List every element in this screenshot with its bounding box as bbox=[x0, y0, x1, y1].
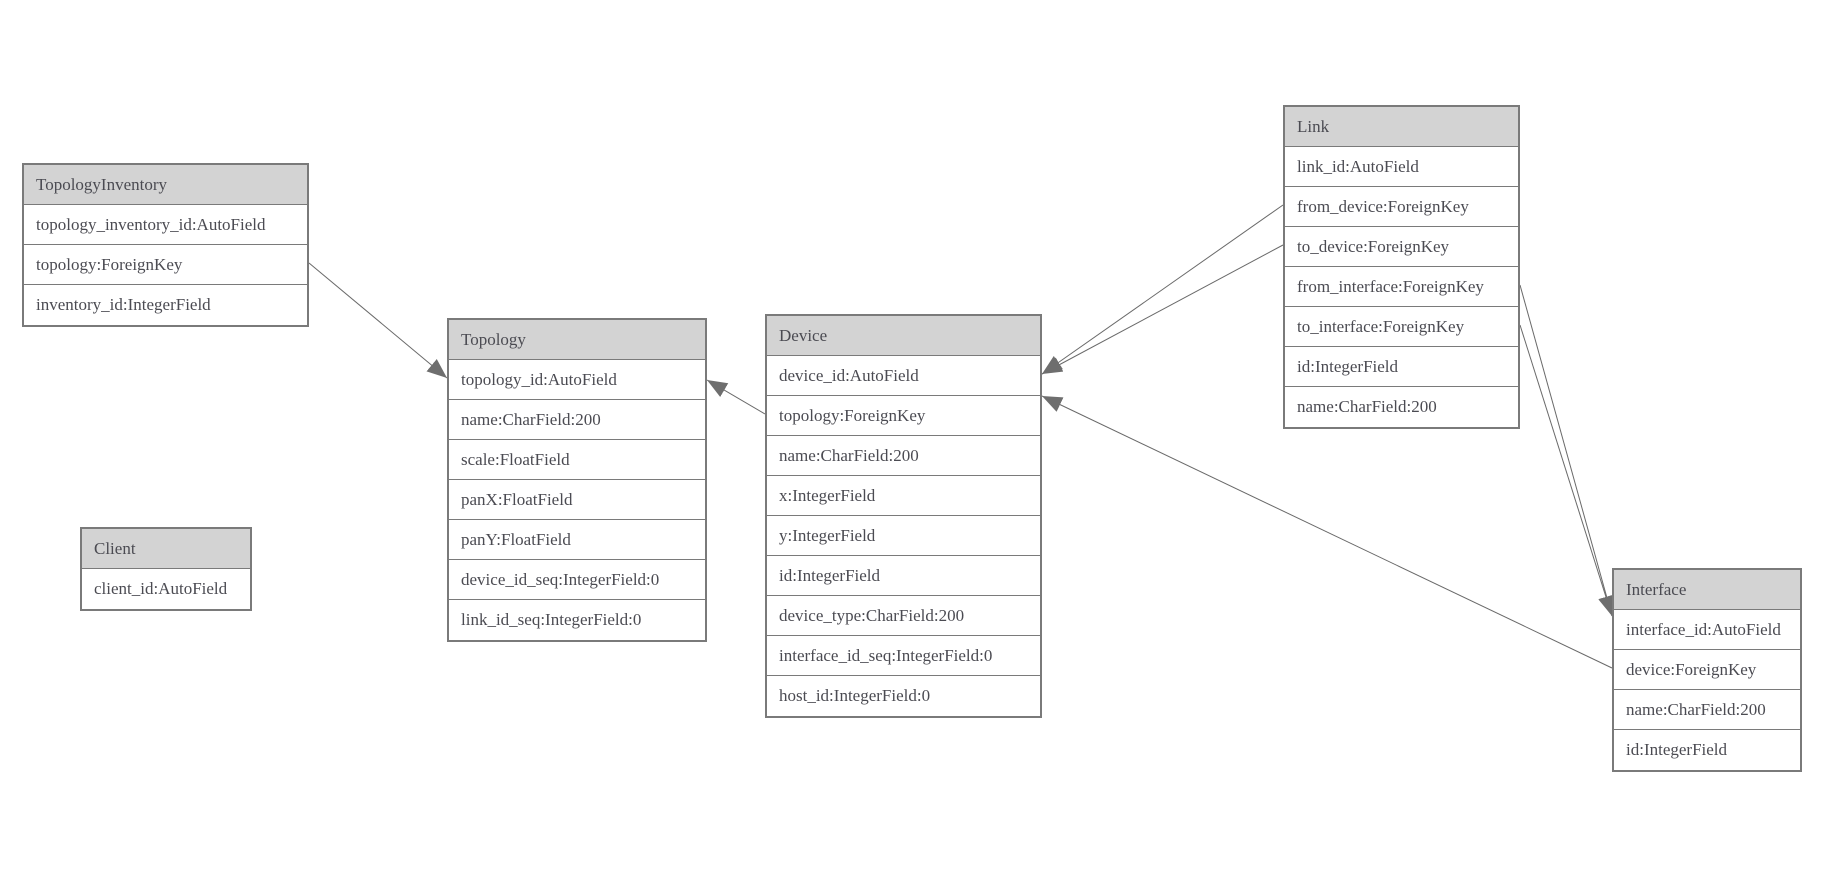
entity-field-row: client_id:AutoField bbox=[82, 569, 250, 609]
relation-interface-device-to-device bbox=[1041, 395, 1613, 669]
entity-topologyinventory[interactable]: TopologyInventory topology_inventory_id:… bbox=[22, 163, 309, 327]
entity-field-row: topology_inventory_id:AutoField bbox=[24, 205, 307, 245]
entity-field-row: to_device:ForeignKey bbox=[1285, 227, 1518, 267]
entity-field-row: x:IntegerField bbox=[767, 476, 1040, 516]
entity-field-row: device_type:CharField:200 bbox=[767, 596, 1040, 636]
entity-field-row: link_id:AutoField bbox=[1285, 147, 1518, 187]
entity-field-row: topology:ForeignKey bbox=[24, 245, 307, 285]
entity-title: Link bbox=[1285, 107, 1518, 147]
entity-title: Client bbox=[82, 529, 250, 569]
entity-field-row: name:CharField:200 bbox=[767, 436, 1040, 476]
entity-title: Interface bbox=[1614, 570, 1800, 610]
relation-link-from_interface-to-interface bbox=[1519, 284, 1615, 617]
entity-title: Device bbox=[767, 316, 1040, 356]
entity-field-row: y:IntegerField bbox=[767, 516, 1040, 556]
entity-field-row: interface_id:AutoField bbox=[1614, 610, 1800, 650]
entity-field-row: from_interface:ForeignKey bbox=[1285, 267, 1518, 307]
relation-link-to_device-to-device bbox=[1041, 244, 1284, 375]
entity-field-row: interface_id_seq:IntegerField:0 bbox=[767, 636, 1040, 676]
relation-link-from_device-to-device bbox=[1041, 204, 1284, 375]
entity-title: Topology bbox=[449, 320, 705, 360]
entity-field-row: to_interface:ForeignKey bbox=[1285, 307, 1518, 347]
entity-field-row: device_id_seq:IntegerField:0 bbox=[449, 560, 705, 600]
entity-field-row: id:IntegerField bbox=[1285, 347, 1518, 387]
entity-field-row: name:CharField:200 bbox=[1285, 387, 1518, 427]
entity-field-row: topology:ForeignKey bbox=[767, 396, 1040, 436]
entity-field-row: device_id:AutoField bbox=[767, 356, 1040, 396]
entity-field-row: inventory_id:IntegerField bbox=[24, 285, 307, 325]
entity-client[interactable]: Client client_id:AutoField bbox=[80, 527, 252, 611]
entity-field-row: panX:FloatField bbox=[449, 480, 705, 520]
relation-device-topology-to-topology bbox=[706, 379, 766, 415]
entity-field-row: scale:FloatField bbox=[449, 440, 705, 480]
entity-field-row: link_id_seq:IntegerField:0 bbox=[449, 600, 705, 640]
relation-topologyinventory-topology-to-topology bbox=[308, 262, 448, 379]
entity-field-row: name:CharField:200 bbox=[1614, 690, 1800, 730]
entity-field-row: name:CharField:200 bbox=[449, 400, 705, 440]
relation-link-to_interface-to-interface bbox=[1519, 324, 1614, 617]
entity-field-row: host_id:IntegerField:0 bbox=[767, 676, 1040, 716]
entity-field-row: panY:FloatField bbox=[449, 520, 705, 560]
entity-field-row: device:ForeignKey bbox=[1614, 650, 1800, 690]
entity-field-row: id:IntegerField bbox=[1614, 730, 1800, 770]
entity-field-row: from_device:ForeignKey bbox=[1285, 187, 1518, 227]
entity-field-row: id:IntegerField bbox=[767, 556, 1040, 596]
entity-field-row: topology_id:AutoField bbox=[449, 360, 705, 400]
entity-title: TopologyInventory bbox=[24, 165, 307, 205]
